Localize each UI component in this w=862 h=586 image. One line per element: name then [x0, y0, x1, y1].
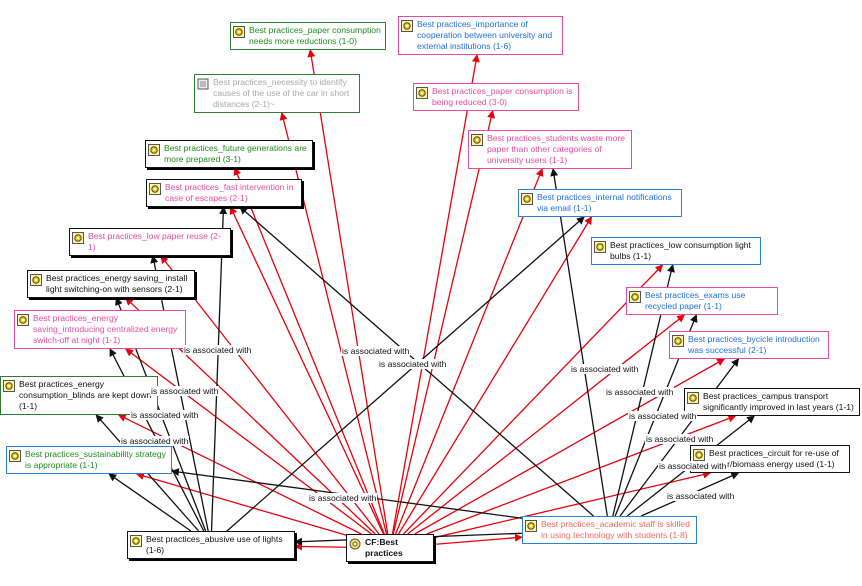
concept-icon [148, 144, 160, 156]
association-edge [550, 168, 608, 517]
cf-association-edge [414, 358, 726, 535]
edge-label: is associated with [150, 386, 220, 396]
cf-association-edge [160, 255, 380, 535]
edge-label: is associated with [341, 346, 411, 356]
edge-label: is associated with [308, 493, 378, 503]
node-abusive-lights[interactable]: Best practices_abusive use of lights (1-… [127, 531, 295, 559]
node-low-paper-reuse[interactable]: Best practices_low paper reuse (2-1) [69, 228, 231, 256]
node-future-generations[interactable]: Best practices_future generations are mo… [145, 140, 313, 168]
node-label: Best practices_energy consumption_blinds… [19, 379, 152, 411]
node-exams-recycled-paper[interactable]: Best practices_exams use recycled paper … [626, 287, 778, 315]
node-label: Best practices_circuit for re-use of wat… [709, 448, 839, 469]
node-label: Best practices_abusive use of lights (1-… [146, 534, 283, 555]
concept-icon [17, 314, 29, 326]
edge-label: is associated with [645, 434, 715, 444]
node-label: Best practices_academic staff is skilled… [541, 519, 690, 540]
node-label: Best practices_campus transport signific… [703, 391, 854, 412]
concept-icon [672, 335, 684, 347]
node-label: Best practices_bycicle introduction was … [688, 334, 820, 355]
node-internal-notifications[interactable]: Best practices_internal notifications vi… [518, 189, 682, 217]
node-paper-reduced[interactable]: Best practices_paper consumption is bein… [413, 83, 579, 111]
concept-icon [693, 449, 705, 461]
concept-icon [401, 20, 413, 32]
concept-icon [149, 183, 161, 195]
edge-label: is associated with [605, 387, 675, 397]
edge-label: is associated with [658, 461, 728, 471]
concept-icon [525, 520, 537, 532]
edge-label: is associated with [120, 436, 190, 446]
node-centralized-switch-off[interactable]: Best practices_energy saving_introducing… [14, 310, 186, 349]
node-low-consumption-bulbs[interactable]: Best practices_low consumption light bul… [591, 237, 761, 265]
concept-icon [471, 134, 483, 146]
node-label: Best practices_low consumption light bul… [610, 240, 751, 261]
cf-association-edge [391, 54, 480, 535]
edge-label: is associated with [628, 411, 698, 421]
cf-association-edge [135, 472, 347, 536]
association-edge [108, 473, 192, 532]
cf-association-edge [403, 264, 664, 535]
concept-icon [233, 26, 245, 38]
concept-icon [687, 392, 699, 404]
node-label: Best practices_sustainability strategy i… [25, 449, 166, 470]
memo-icon [197, 78, 209, 90]
node-label: Best practices_paper consumption is bein… [432, 86, 573, 107]
edge-label: is associated with [183, 345, 253, 355]
node-label: Best practices_exams use recycled paper … [645, 290, 746, 311]
node-sustainability-strategy[interactable]: Best practices_sustainability strategy i… [6, 446, 172, 474]
concept-icon [9, 450, 21, 462]
cf-association-edge [125, 348, 372, 535]
node-car-causes[interactable]: Best practices_necessity to identify cau… [194, 74, 360, 113]
node-label: Best practices_necessity to identify cau… [213, 77, 350, 109]
node-label: Best practices_future generations are mo… [164, 143, 307, 164]
association-edge [226, 216, 585, 532]
concept-icon [521, 193, 533, 205]
cf-association-edge [392, 110, 496, 535]
edge-label: is associated with [130, 410, 200, 420]
node-label: Best practices_fast intervention in case… [165, 182, 294, 203]
node-label: Best practices_energy saving_introducing… [33, 313, 178, 345]
node-cf-best-practices[interactable]: CF:Best practices [346, 534, 434, 562]
node-campus-transport[interactable]: Best practices_campus transport signific… [684, 388, 860, 416]
concept-icon [3, 380, 15, 392]
concept-icon [594, 241, 606, 253]
cf-association-edge [117, 414, 362, 535]
edge-label: is associated with [570, 364, 640, 374]
cf-association-edge [433, 533, 523, 546]
node-fast-intervention[interactable]: Best practices_fast intervention in case… [146, 179, 302, 207]
edge-label: is associated with [666, 491, 736, 501]
code-family-icon [349, 538, 361, 550]
concept-icon [30, 274, 42, 286]
cf-association-edge [279, 112, 388, 535]
node-academic-staff[interactable]: Best practices_academic staff is skilled… [522, 516, 697, 544]
cf-association-edge [233, 167, 385, 535]
node-bicycle-introduction[interactable]: Best practices_bycicle introduction was … [669, 331, 829, 359]
concept-icon [629, 291, 641, 303]
node-label: Best practices_internal notifications vi… [537, 192, 672, 213]
cf-association-edge [229, 206, 385, 535]
node-blinds-down[interactable]: Best practices_energy consumption_blinds… [0, 376, 158, 415]
concept-icon [72, 232, 84, 244]
node-paper-needs-reductions[interactable]: Best practices_paper consumption needs m… [230, 22, 386, 50]
cf-association-edge [395, 168, 544, 535]
node-cooperation[interactable]: Best practices_importance of cooperation… [398, 16, 563, 55]
node-label: Best practices_students waste more paper… [487, 133, 626, 165]
cf-association-edge [397, 216, 593, 535]
node-label: Best practices_energy saving_ install li… [46, 273, 188, 294]
node-energy-sensors[interactable]: Best practices_energy saving_ install li… [27, 270, 195, 298]
concept-icon [130, 535, 142, 547]
concept-icon [416, 87, 428, 99]
cf-association-edge [307, 49, 389, 535]
cf-association-edge [294, 542, 347, 551]
node-label: Best practices_importance of cooperation… [417, 19, 553, 51]
node-label: Best practices_paper consumption needs m… [249, 25, 381, 46]
cf-association-edge [407, 314, 686, 535]
edge-label: is associated with [378, 359, 448, 369]
node-label: Best practices_low paper reuse (2-1) [88, 231, 221, 252]
cf-association-edge [433, 470, 712, 539]
node-label: CF:Best practices [365, 537, 403, 558]
node-students-waste-paper[interactable]: Best practices_students waste more paper… [468, 130, 632, 169]
